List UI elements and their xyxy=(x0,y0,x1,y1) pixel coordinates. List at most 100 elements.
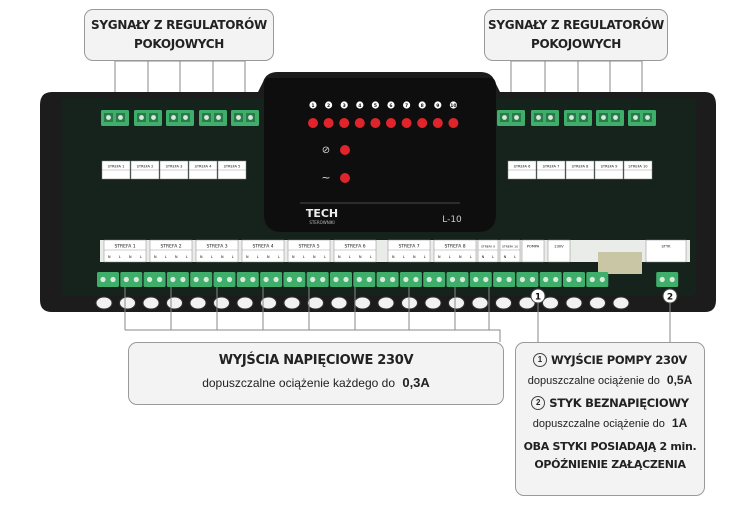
zone-pin-1-0: N xyxy=(108,255,111,259)
zone-label-text-10: STREFA 10 xyxy=(502,245,518,249)
bottom-terminal-blocks xyxy=(97,272,679,287)
zone-label-box-2 xyxy=(149,239,193,263)
contact-label-text: STYK xyxy=(661,245,671,249)
zone-pin-7-1: L xyxy=(403,255,405,259)
zone-label-box-7 xyxy=(387,239,431,263)
bottom-terminal-15 xyxy=(423,272,446,287)
pump-output-title: WYJŚCIE POMPY 230V xyxy=(550,353,688,367)
zone-led-10 xyxy=(448,118,459,128)
zone-led-num-bg-1 xyxy=(309,101,317,109)
bottom-terminal-screw-b-13 xyxy=(390,276,396,283)
cable-gland-15 xyxy=(424,296,442,310)
zone-led-6 xyxy=(386,118,396,128)
zone-led-num-10: 10 xyxy=(450,103,456,109)
cable-gland-16 xyxy=(448,296,465,310)
bottom-terminal-13 xyxy=(376,272,399,287)
bottom-terminal-7 xyxy=(236,272,259,287)
zone-led-num-bg-9 xyxy=(434,101,442,109)
bottom-terminal-18 xyxy=(493,272,516,287)
zone-label-box-4 xyxy=(241,239,285,263)
zone-label-text-6: STREFA 6 xyxy=(344,244,365,250)
zone-label-text-3: STREFA 3 xyxy=(206,244,227,250)
pump-symbol: ⊘ xyxy=(322,145,330,156)
voltage-outputs-title: WYJŚCIA NAPIĘCIOWE 230V xyxy=(218,353,414,368)
contact-row: 2 STYK BEZNAPIĘCIOWY xyxy=(516,396,704,410)
right-mid-label-text-7: STREFA 7 xyxy=(543,165,560,169)
right-mid-label-text-6: STREFA 6 xyxy=(514,165,532,169)
bottom-terminal-screw-b-25 xyxy=(669,276,675,283)
contact-desc-row: dopuszczalne ociążenie do 1A xyxy=(516,416,704,430)
cable-gland-12 xyxy=(354,296,371,310)
bottom-terminal-screw-b-7 xyxy=(250,276,256,283)
left-mid-label-text-5: STREFA 5 xyxy=(224,165,241,169)
right-input-screw-head-9-1 xyxy=(613,115,618,120)
bottom-terminal-5 xyxy=(190,272,213,287)
right-input-screw-head-9-0 xyxy=(601,115,606,120)
bottom-terminal-screw-a-20 xyxy=(543,276,549,283)
contact-desc: dopuszczalne ociążenie do xyxy=(532,418,665,430)
bottom-terminal-screw-a-9 xyxy=(286,276,292,283)
zone-pin-5-1: L xyxy=(303,255,305,259)
pump-label-box xyxy=(521,239,545,263)
zone-led-num-bg-5 xyxy=(371,101,379,109)
bottom-terminal-screw-a-2 xyxy=(123,276,129,283)
contact-num: 2 xyxy=(531,396,546,410)
right-mid-label-text-9: STREFA 9 xyxy=(601,165,619,169)
bottom-terminal-screw-b-3 xyxy=(157,276,163,283)
bottom-terminal-20 xyxy=(539,272,562,287)
bottom-terminal-14 xyxy=(399,272,422,287)
zone-pin-5-2: N xyxy=(313,255,316,259)
zone-pin-6-3: L xyxy=(370,255,372,259)
zone-pin-5-3: L xyxy=(324,255,326,259)
left-mid-label-text-1: STREFA 1 xyxy=(108,165,125,169)
bottom-terminal-screw-a-11 xyxy=(333,276,339,283)
top-right-callout: SYGNAŁY Z REGULATORÓW POKOJOWYCH xyxy=(484,9,668,61)
fuse-holder xyxy=(598,252,642,274)
bottom-terminal-screw-b-22 xyxy=(599,276,605,283)
bottom-terminal-25 xyxy=(656,272,679,287)
zone-led-9 xyxy=(432,118,443,128)
zone-pin-6-1: L xyxy=(349,255,351,259)
left-input-screw-head-2-0 xyxy=(139,115,144,120)
zone-led-7 xyxy=(401,118,412,128)
bottom-terminal-screw-b-4 xyxy=(180,276,186,283)
bottom-terminal-1 xyxy=(97,272,119,287)
zone-label-text-2: STREFA 2 xyxy=(160,244,181,250)
pump-output-desc-row: dopuszczalne ociążenie do 0,5A xyxy=(516,373,704,387)
bottom-terminal-4 xyxy=(166,272,189,287)
top-right-callout-line1: SYGNAŁY Z REGULATORÓW xyxy=(488,18,664,32)
cable-gland-7 xyxy=(236,296,254,310)
bottom-terminal-6 xyxy=(213,272,236,287)
voltage-outputs-callout: WYJŚCIA NAPIĘCIOWE 230V dopuszczalne oci… xyxy=(128,342,504,405)
zone-label-box-8 xyxy=(433,239,477,263)
brand-logo: TECH xyxy=(306,207,338,220)
cable-gland-10 xyxy=(307,296,324,310)
cable-gland-21 xyxy=(565,296,583,310)
zone-pin-2-2: N xyxy=(175,255,178,259)
zone-pin-10-0: N xyxy=(504,255,507,259)
voltage-outputs-desc: dopuszczalne ociążenie każdego do xyxy=(202,376,395,390)
cable-gland-4 xyxy=(166,296,183,310)
delay-note-line1: OBA STYKI POSIADAJĄ 2 min. xyxy=(523,440,697,453)
bottom-terminal-21 xyxy=(563,272,585,287)
bottom-terminal-screw-b-1 xyxy=(110,276,116,283)
top-left-callout-line2: POKOJOWYCH xyxy=(134,37,224,51)
zone-label-box-3 xyxy=(195,239,239,263)
zone-label-text-9: STREFA 9 xyxy=(481,245,495,249)
right-input-screw-head-8-1 xyxy=(581,115,586,120)
right-input-screw-head-10-0 xyxy=(633,115,638,120)
bottom-terminal-11 xyxy=(330,272,352,287)
bottom-terminal-screw-b-20 xyxy=(553,276,559,283)
left-input-screw-head-1-1 xyxy=(118,115,123,120)
zone-pin-3-0: N xyxy=(200,255,203,259)
zone-pin-2-1: L xyxy=(165,255,167,259)
left-mid-label-1: STREFA 1 xyxy=(101,160,131,180)
zone-pin-6-0: N xyxy=(338,255,341,259)
cable-gland-23 xyxy=(612,296,630,310)
bottom-terminal-screw-b-15 xyxy=(436,276,442,283)
bottom-terminal-19 xyxy=(516,272,539,287)
zone-label-box-6 xyxy=(333,239,377,263)
